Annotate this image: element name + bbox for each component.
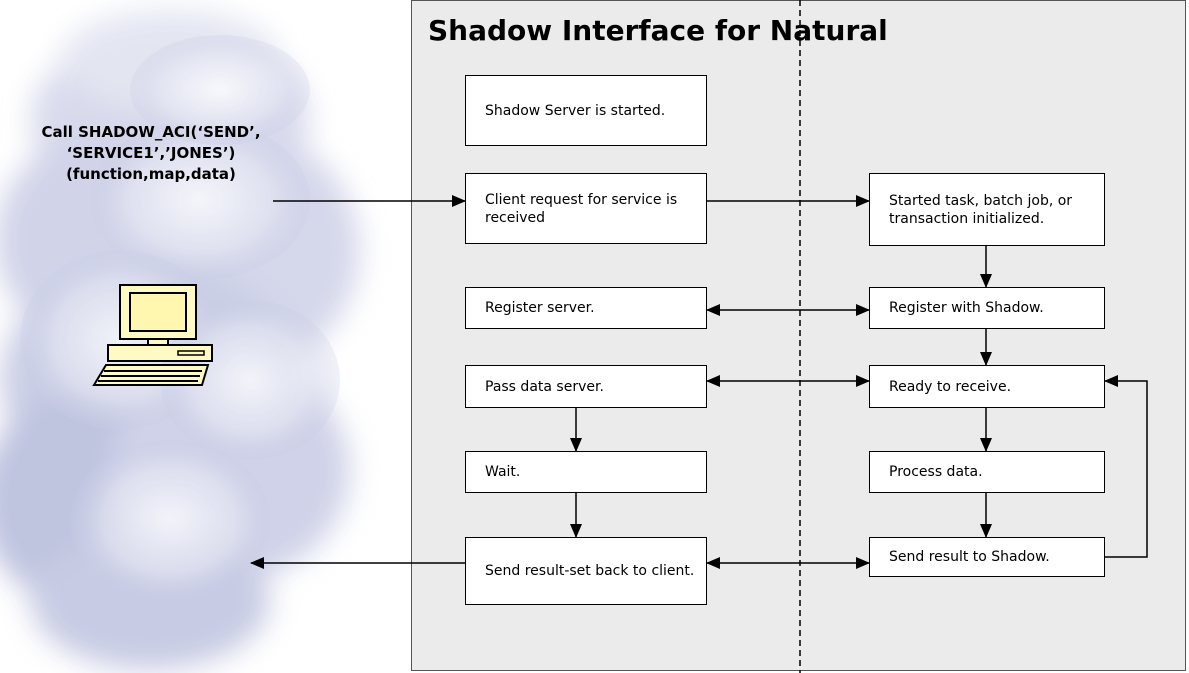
box-label: Ready to receive. (889, 378, 1012, 395)
computer-icon (92, 284, 213, 386)
box-label: Send result to Shadow. (889, 549, 1050, 565)
box-label: Process data. (889, 464, 983, 480)
call-statement: Call SHADOW_ACI(‘SEND’, ‘SERVICE1’,’JONE… (6, 122, 296, 185)
box-shadow-server-started: Shadow Server is started. (465, 75, 707, 146)
box-send-result-to-shadow: Send result to Shadow. (869, 537, 1105, 577)
box-send-result-set: Send result-set back to client. (465, 537, 707, 605)
box-register-server: Register server. (465, 287, 707, 329)
box-label: Client request for service is received (485, 191, 678, 226)
call-line-3: (function,map,data) (66, 165, 236, 183)
call-line-2: ‘SERVICE1’,’JONES’) (66, 144, 236, 162)
box-label: Wait. (485, 464, 521, 480)
call-line-1: Call SHADOW_ACI(‘SEND’, (41, 123, 261, 141)
box-pass-data-server: Pass data server. (465, 365, 707, 408)
box-label: Started task, batch job, or transaction … (889, 192, 1073, 227)
box-label: Register with Shadow. (889, 300, 1044, 316)
box-process-data: Process data. (869, 451, 1105, 493)
box-label: Pass data server. (485, 378, 604, 395)
arrow-loop-to-ready (1104, 375, 1148, 558)
box-ready-to-receive: Ready to receive. (869, 365, 1105, 408)
box-label: Send result-set back to client. (485, 563, 695, 579)
box-label: Register server. (485, 300, 595, 316)
box-client-request: Client request for service is received (465, 173, 707, 244)
box-wait: Wait. (465, 451, 707, 493)
diagram-title: Shadow Interface for Natural (428, 14, 888, 47)
box-started-task: Started task, batch job, or transaction … (869, 173, 1105, 246)
box-register-with-shadow: Register with Shadow. (869, 287, 1105, 329)
box-label: Shadow Server is started. (485, 102, 666, 119)
